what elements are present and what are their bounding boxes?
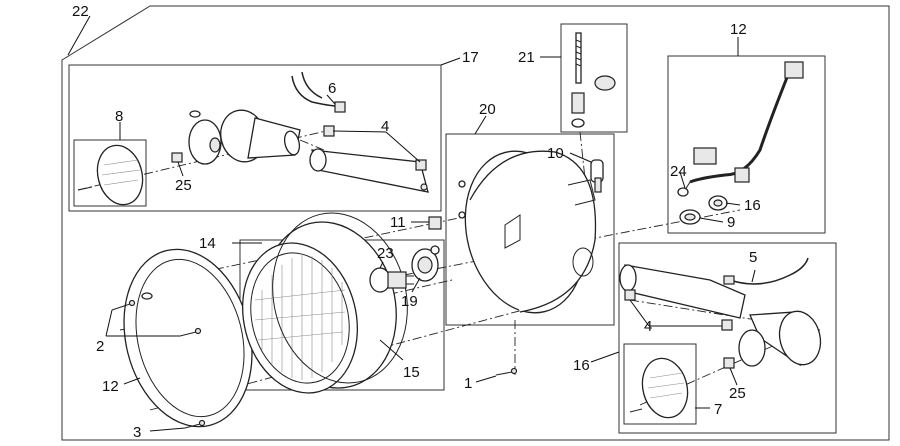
headlight-shell-part [458, 150, 597, 314]
callout-8: 8 [115, 108, 123, 125]
box-17-front-right-indicator [618, 242, 837, 434]
callout-labels: 22 17 8 6 4 25 20 21 12 10 11 14 23 19 1… [72, 3, 761, 441]
callout-6: 6 [328, 80, 336, 97]
grommet-part-9 [679, 209, 701, 225]
callout-14: 14 [199, 235, 216, 252]
bracket-part-10 [590, 159, 604, 193]
screw-part-3 [184, 419, 206, 429]
callout-12: 12 [730, 21, 747, 38]
indicator-body-lower [749, 310, 822, 367]
indicator-body-upper [220, 109, 301, 163]
callout-4-upper: 4 [381, 118, 389, 135]
callout-24: 24 [670, 163, 687, 180]
callout-3: 3 [133, 424, 141, 441]
callout-25-lower: 25 [729, 385, 746, 402]
wire-part-5 [723, 257, 809, 285]
box-12-wiring-harness [667, 55, 826, 234]
lens-part-8 [77, 144, 144, 206]
bulb-socket-part [411, 245, 440, 282]
outer-frame [61, 5, 890, 441]
wire-part-6 [291, 71, 346, 113]
lens-part-7 [629, 357, 689, 419]
callout-22: 22 [72, 3, 89, 20]
callout-18: 17 [462, 49, 479, 66]
callout-23: 23 [377, 245, 394, 262]
indicator-stalk-lower [619, 264, 746, 319]
callout-20: 20 [479, 101, 496, 118]
callout-11: 11 [390, 214, 406, 231]
box-7-lens [623, 343, 697, 425]
grommet-part-16 [708, 195, 728, 211]
callout-4-lower: 4 [644, 318, 652, 335]
callout-16: 16 [744, 197, 761, 214]
callout-10: 10 [547, 145, 564, 162]
callout-5: 5 [749, 249, 757, 266]
callout-2: 2 [96, 338, 104, 355]
callout-7: 7 [714, 401, 722, 418]
callout-21: 21 [518, 49, 535, 66]
indicator-bulb-lower [723, 329, 766, 369]
headlight-lens-part [241, 212, 408, 394]
leader-lines [67, 15, 756, 432]
box-21-bolt-kit [560, 23, 628, 133]
box-18-front-left-indicator [68, 64, 442, 212]
indicator-bulb-upper [171, 110, 222, 165]
wiring-harness-part [677, 61, 804, 197]
bulb-part [369, 267, 414, 293]
bolt-kit-part [571, 32, 616, 128]
callout-9: 9 [727, 214, 735, 231]
box-20-headlight-shell [445, 133, 615, 326]
indicator-stalk-upper [309, 148, 429, 193]
nut-part-11 [428, 216, 442, 230]
screw-part-2 [111, 299, 202, 337]
callout-1: 1 [464, 375, 472, 392]
callout-17: 16 [573, 357, 590, 374]
callout-25-upper: 25 [175, 177, 192, 194]
callout-19: 19 [401, 293, 418, 310]
trim-ring-part [123, 248, 253, 428]
box-8-lens [73, 139, 147, 207]
screw-part-1 [495, 367, 518, 376]
callout-13: 12 [102, 378, 119, 395]
callout-15: 15 [403, 364, 420, 381]
